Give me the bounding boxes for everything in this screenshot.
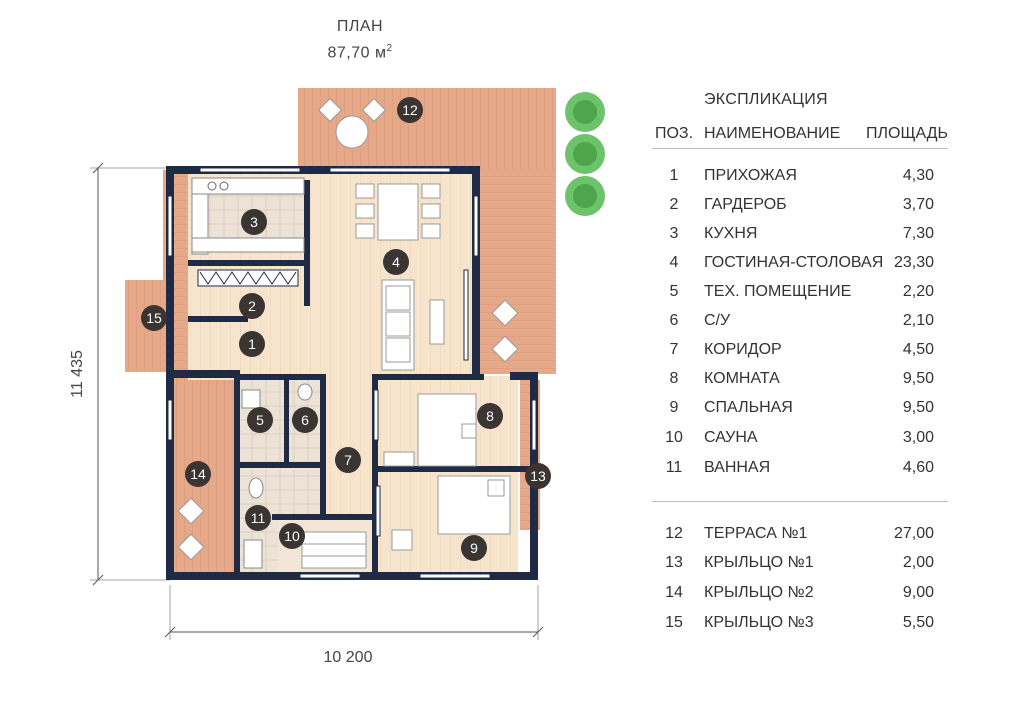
dimension-height: 11 435 (69, 162, 170, 586)
explication-header: ПОЗ. НАИМЕНОВАНИЕ ПЛОЩАДЬ (652, 122, 948, 146)
room-markers: 1 2 3 4 5 6 7 8 9 10 11 12 13 14 15 (141, 97, 551, 561)
marker-15: 15 (141, 305, 167, 331)
svg-text:14: 14 (190, 466, 206, 482)
svg-text:10: 10 (284, 528, 300, 544)
svg-text:5: 5 (256, 412, 264, 428)
svg-text:7: 7 (344, 452, 352, 468)
marker-4: 4 (383, 249, 409, 275)
svg-text:12: 12 (402, 102, 418, 118)
trees (565, 92, 605, 216)
marker-9: 9 (461, 535, 487, 561)
plan-title: ПЛАН 87,70 м2 (300, 16, 420, 64)
marker-6: 6 (292, 407, 318, 433)
terrace-furniture (177, 97, 519, 561)
marker-14: 14 (185, 461, 211, 487)
sauna-bench (301, 531, 367, 569)
explication-title: ЭКСПЛИКАЦИЯ (704, 91, 828, 108)
svg-text:1: 1 (248, 336, 256, 352)
col-no-header: ПОЗ. (654, 125, 694, 142)
dimension-width-label: 10 200 (324, 649, 373, 666)
dimension-width: 10 200 (164, 585, 544, 666)
section-divider (652, 501, 948, 502)
terrace-12-side (472, 170, 556, 374)
svg-text:3: 3 (250, 214, 258, 230)
plan-area-value: 87,70 м (327, 44, 387, 62)
svg-text:2: 2 (248, 298, 256, 314)
marker-2: 2 (239, 293, 265, 319)
svg-text:4: 4 (392, 254, 400, 270)
marker-11: 11 (245, 505, 271, 531)
bed-8 (383, 393, 477, 467)
marker-12: 12 (397, 97, 423, 123)
sofa (381, 279, 445, 371)
svg-text:15: 15 (146, 310, 162, 326)
marker-5: 5 (247, 407, 273, 433)
floor-plan: 11 435 10 200 (69, 88, 605, 666)
plan-title-text: ПЛАН (336, 18, 384, 35)
marker-13: 13 (525, 463, 551, 489)
svg-text:9: 9 (470, 540, 478, 556)
bath-fixtures (241, 383, 313, 569)
dining-table (355, 183, 441, 241)
svg-text:13: 13 (530, 468, 546, 484)
plan-area-unit: 2 (386, 43, 393, 54)
marker-7: 7 (335, 447, 361, 473)
windows (167, 167, 537, 579)
kitchen-counter (191, 177, 305, 287)
svg-text:6: 6 (301, 412, 309, 428)
svg-text:11: 11 (251, 510, 266, 526)
svg-text:8: 8 (486, 408, 494, 424)
plan-area: 87,70 м2 (300, 38, 420, 64)
col-area-header: ПЛОЩАДЬ (866, 125, 948, 142)
header-divider (652, 148, 948, 149)
marker-8: 8 (477, 403, 503, 429)
marker-10: 10 (279, 523, 305, 549)
bed-9 (391, 475, 511, 551)
col-name-header: НАИМЕНОВАНИЕ (704, 125, 841, 142)
marker-1: 1 (239, 331, 265, 357)
dimension-height-label: 11 435 (69, 350, 86, 398)
marker-3: 3 (241, 209, 267, 235)
